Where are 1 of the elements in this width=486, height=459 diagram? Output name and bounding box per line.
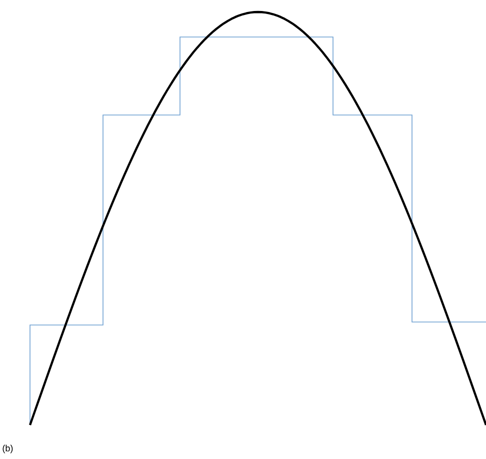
- panel-label: (b): [2, 444, 13, 454]
